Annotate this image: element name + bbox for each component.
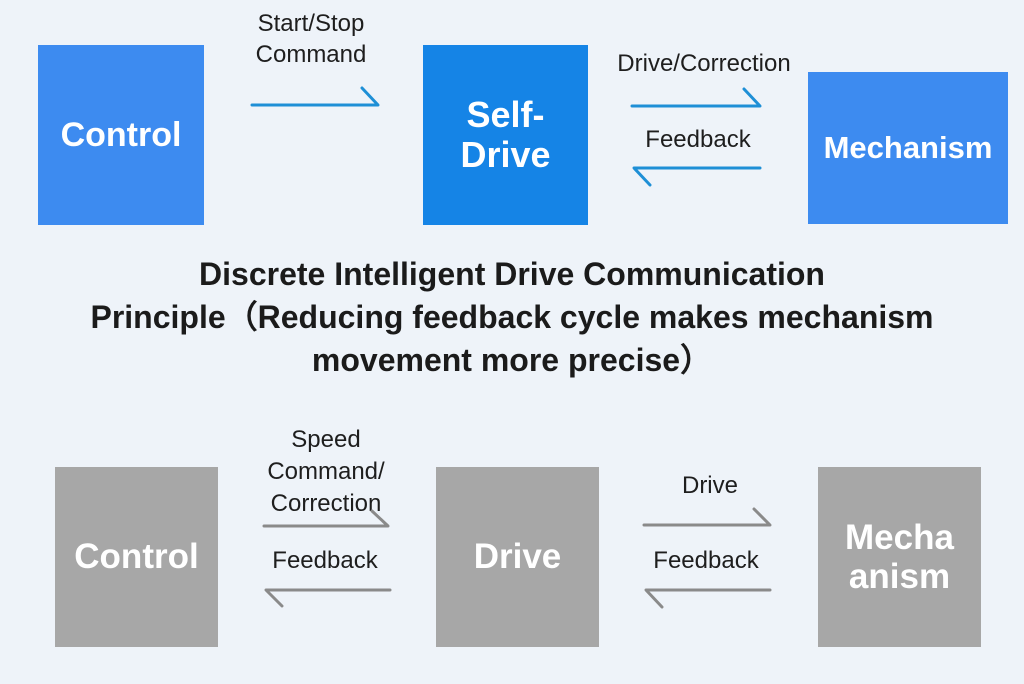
arrow-drive-correction-right [630, 87, 762, 108]
title-line-3: movement more precise） [311, 342, 713, 379]
arrow-start-stop-right [250, 86, 380, 107]
drive-arrow-label: Drive [681, 472, 738, 499]
mechanism-box-bottom: Mecha anism [818, 467, 981, 647]
speed-command-correction-label: Speed Command/ Correction [267, 426, 385, 517]
arrow-drive-right-bottom [642, 507, 772, 527]
drive-correction-label: Drive/Correction [617, 50, 791, 77]
arrow-speed-command-right [262, 509, 390, 528]
arrow-feedback-left-bottom-right [644, 588, 772, 609]
start-stop-command-label: Start/Stop Command [255, 10, 367, 69]
mechanism-box-top: Mechanism [808, 72, 1008, 224]
feedback-label-bottom-left: Feedback [272, 547, 378, 574]
title-line-2: Principle（Reducing feedback cycle makes … [90, 299, 934, 336]
control-box-bottom: Control [55, 467, 218, 647]
arrow-feedback-left-top [632, 166, 762, 187]
diagram-title: Discrete Intelligent Drive Communication… [40, 253, 984, 383]
control-box-top: Control [38, 45, 204, 225]
arrow-feedback-left-bottom [264, 588, 392, 608]
feedback-label-top: Feedback [645, 126, 751, 153]
self-drive-box: Self- Drive [423, 45, 588, 225]
feedback-label-bottom-right: Feedback [653, 547, 759, 574]
drive-box-bottom: Drive [436, 467, 599, 647]
title-line-1: Discrete Intelligent Drive Communication [199, 256, 825, 292]
